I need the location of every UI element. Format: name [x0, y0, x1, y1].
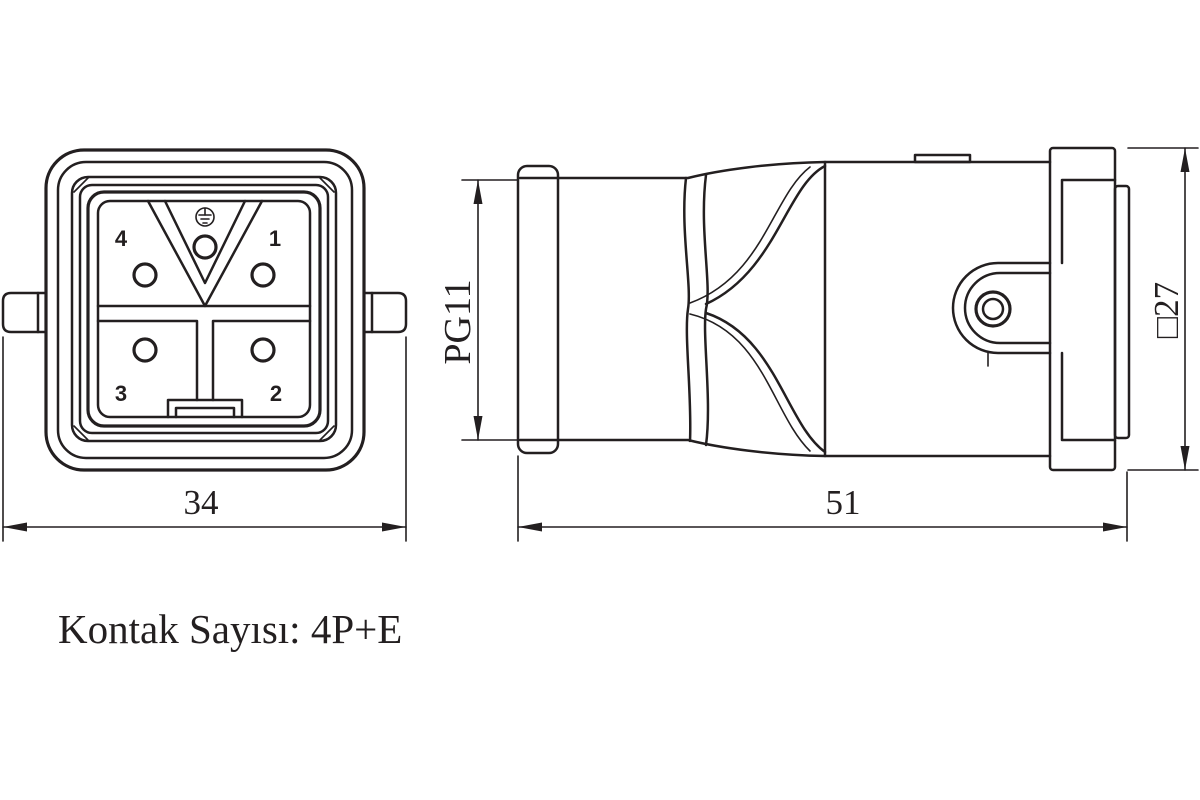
seal-frame-corner-notches: [73, 177, 335, 441]
mounting-plate: [1113, 184, 1131, 440]
pin-label-2: 2: [270, 381, 282, 406]
locking-lever-inner: [963, 271, 1052, 345]
housing-top-tab: [913, 153, 972, 164]
width-dimension: 34: [2, 336, 407, 542]
pin-label-3: 3: [115, 381, 127, 406]
coding-notch-inner: [174, 406, 236, 419]
contact-pin-1: [250, 262, 276, 288]
corner-notch-top-left: [73, 177, 89, 193]
earth-ground-icon: [195, 207, 215, 227]
contact-pin-2: [250, 337, 276, 363]
flange-size-label: □27: [1147, 282, 1186, 338]
seal-frame-inner: [78, 183, 330, 435]
body-outline-bottom: [556, 438, 1052, 458]
right-mounting-lug: [362, 291, 408, 334]
flange-dimension: □27: [1127, 147, 1199, 471]
length-dimension: 51: [517, 455, 1128, 542]
contact-insert-face: [96, 199, 312, 419]
contact-pin-earth: [192, 234, 218, 260]
grip-contour-left: [683, 176, 692, 443]
contact-pin-3: [132, 337, 158, 363]
pin-label-1: 1: [269, 226, 281, 251]
grip-flare-lower-inner: [689, 313, 811, 452]
front-view: 4 1 3 2 34: [1, 148, 408, 542]
left-mounting-lug: [1, 291, 48, 334]
body-outline-top: [556, 160, 1052, 180]
thread-size-label: PG11: [437, 279, 479, 364]
grip-flare-upper-inner: [689, 166, 811, 304]
contact-insert-outer: [86, 190, 322, 428]
length-dimension-label: 51: [826, 483, 861, 522]
seal-frame-outer: [70, 175, 338, 443]
corner-notch-top-right: [319, 177, 335, 193]
grip-flare-upper: [704, 164, 827, 306]
locking-lever-outer: [951, 261, 1052, 355]
coding-notch-outer: [166, 398, 244, 419]
width-dimension-label: 34: [184, 483, 219, 522]
grip-flare-lower: [704, 311, 827, 454]
side-view: PG11 □27 51: [437, 146, 1199, 542]
pin-label-4: 4: [115, 226, 128, 251]
contact-count-caption: Kontak Sayısı: 4P+E: [58, 606, 402, 652]
contact-pin-4: [132, 262, 158, 288]
grip-contour-right: [702, 173, 710, 447]
corner-notch-bottom-left: [73, 425, 89, 441]
flange-outline: [1048, 146, 1117, 472]
flange-inner-face: [1060, 178, 1117, 442]
housing-outer-rim: [44, 148, 366, 472]
lever-pivot-inner: [981, 297, 1005, 321]
lever-pivot-outer: [974, 290, 1012, 328]
divider-v-outer: [146, 199, 264, 308]
divider-horizontal-lower: [96, 319, 312, 402]
housing-inner-rim: [56, 160, 354, 460]
divider-v-inner: [163, 199, 247, 285]
cable-gland-nut: [516, 164, 560, 455]
thread-dimension: PG11: [437, 179, 518, 441]
corner-notch-bottom-right: [319, 425, 335, 441]
